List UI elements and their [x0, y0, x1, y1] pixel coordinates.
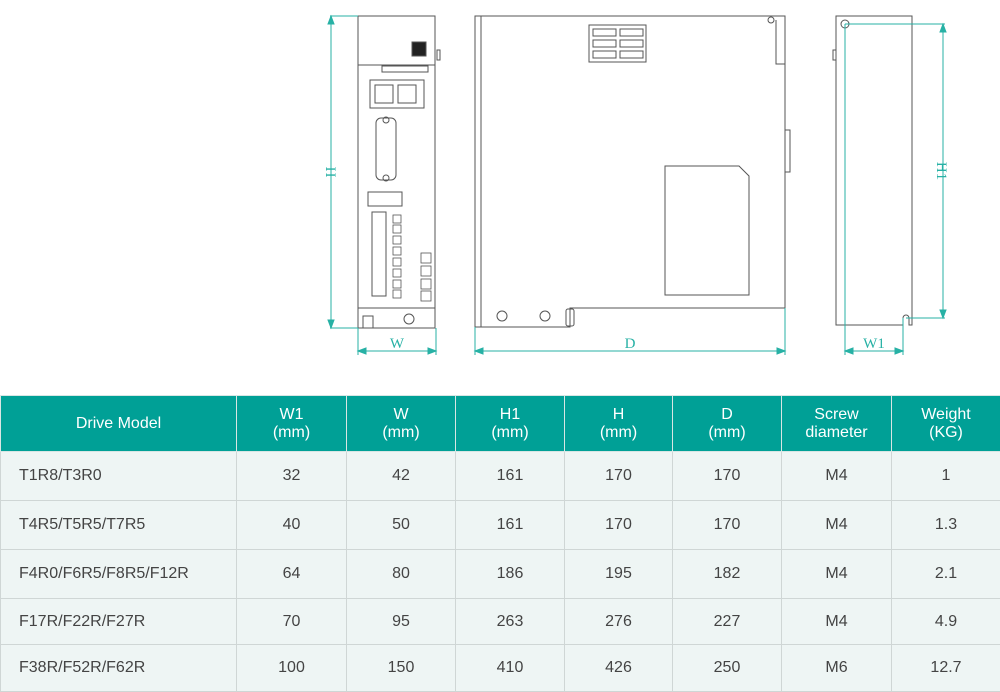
header-line1: H [565, 406, 672, 424]
column-header: W(mm) [347, 396, 456, 452]
column-header: W1(mm) [237, 396, 347, 452]
table-cell: 80 [347, 550, 456, 599]
table-cell: 186 [456, 550, 565, 599]
column-header: H(mm) [565, 396, 673, 452]
table-cell: M4 [782, 550, 892, 599]
table-cell: 2.1 [892, 550, 1000, 599]
table-cell: 170 [565, 452, 673, 501]
table-cell: 426 [565, 645, 673, 692]
header-line2: (mm) [673, 424, 781, 442]
header-line2: (mm) [237, 424, 346, 442]
dim-label-h1: H1 [933, 162, 949, 180]
drive-model-cell: T1R8/T3R0 [1, 452, 237, 501]
header-line2: (KG) [892, 424, 1000, 442]
table-cell: 150 [347, 645, 456, 692]
column-header: D(mm) [673, 396, 782, 452]
front-view [358, 16, 440, 328]
table-cell: M4 [782, 599, 892, 645]
dim-label-w: W [390, 336, 405, 352]
header-line1: Weight [892, 406, 1000, 424]
table-cell: 42 [347, 452, 456, 501]
header-line2: (mm) [456, 424, 564, 442]
table-cell: 170 [673, 452, 782, 501]
header-line2: (mm) [565, 424, 672, 442]
table-cell: 276 [565, 599, 673, 645]
table-cell: 263 [456, 599, 565, 645]
table-cell: 161 [456, 452, 565, 501]
table-cell: 195 [565, 550, 673, 599]
column-header: Drive Model [1, 396, 237, 452]
table-cell: M4 [782, 501, 892, 550]
table-cell: 1 [892, 452, 1000, 501]
table-cell: 12.7 [892, 645, 1000, 692]
table-cell: 161 [456, 501, 565, 550]
header-line1: D [673, 406, 781, 424]
header-line1: H1 [456, 406, 564, 424]
dimension-drawing: H W D H1 W1 [0, 0, 1000, 395]
table-cell: 250 [673, 645, 782, 692]
column-header: Weight(KG) [892, 396, 1000, 452]
table-cell: 170 [565, 501, 673, 550]
table-cell: 100 [237, 645, 347, 692]
table-cell: 50 [347, 501, 456, 550]
table-cell: 32 [237, 452, 347, 501]
table-cell: 70 [237, 599, 347, 645]
side-view [475, 16, 790, 327]
header-line2: (mm) [347, 424, 455, 442]
drive-model-cell: F38R/F52R/F62R [1, 645, 237, 692]
table-cell: M6 [782, 645, 892, 692]
column-header: H1(mm) [456, 396, 565, 452]
dim-label-w1: W1 [863, 336, 885, 352]
table-cell: 4.9 [892, 599, 1000, 645]
header-line1: W [347, 406, 455, 424]
drive-model-cell: F17R/F22R/F27R [1, 599, 237, 645]
table-cell: 95 [347, 599, 456, 645]
dim-label-d: D [625, 336, 636, 352]
dim-label-h: H [322, 167, 338, 178]
table-cell: 64 [237, 550, 347, 599]
header-line1: Screw [782, 406, 891, 424]
drive-model-cell: F4R0/F6R5/F8R5/F12R [1, 550, 237, 599]
header-line2: diameter [782, 424, 891, 442]
table-cell: 410 [456, 645, 565, 692]
drive-model-cell: T4R5/T5R5/T7R5 [1, 501, 237, 550]
table-cell: 182 [673, 550, 782, 599]
table-cell: 40 [237, 501, 347, 550]
table-cell: 170 [673, 501, 782, 550]
table-cell: 227 [673, 599, 782, 645]
header-line1: W1 [237, 406, 346, 424]
header-line1: Drive Model [1, 415, 236, 433]
table-cell: 1.3 [892, 501, 1000, 550]
table-cell: M4 [782, 452, 892, 501]
